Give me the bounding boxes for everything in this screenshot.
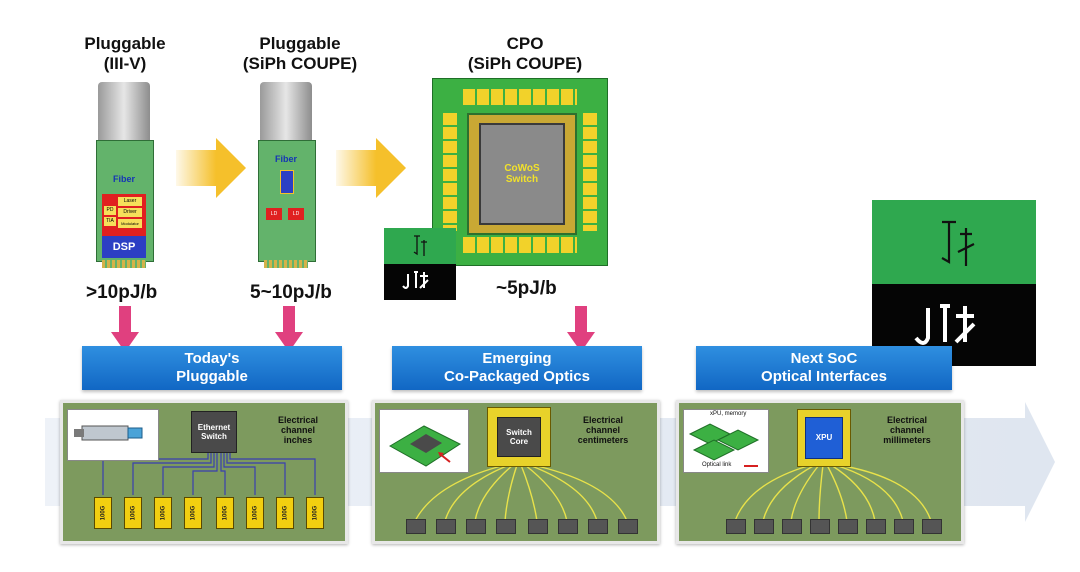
module-connector [98,82,150,144]
column3-title: CPO(SiPh COUPE) [467,34,583,73]
port-100g-1: 100G [94,497,112,529]
driver-label: Driver [118,208,142,217]
xpu-memory-inset: xPU, memory Optical link [683,409,769,473]
metric-column1: >10pJ/b [86,282,158,303]
pink-arrow-1 [119,306,131,334]
progression-arrow-1 [176,150,216,186]
laser-label: Laser [118,197,142,206]
xpu-chip: XPU [805,417,843,459]
fiber-label: Fiber [274,154,297,164]
ld-block-left: LD [266,208,282,220]
panel2-pad-4 [496,519,516,534]
panel3-pad-2 [754,519,774,534]
cowos-switch-die: CoWoS Switch [479,123,565,225]
panel3-pad-7 [894,519,914,534]
metric-column2: 5~10pJ/b [250,282,332,303]
panel2-pad-8 [618,519,638,534]
progression-arrowhead-2 [376,138,406,198]
optical-link-label: Optical link [702,462,732,468]
panel3-pad-1 [726,519,746,534]
transceiver-inset [67,409,159,461]
module-connector [260,82,312,144]
metric-column3: ~5pJ/b [496,278,557,299]
pluggable-module-iii-v: Fiber Laser PD Driver TIA Modulator DSP [96,82,154,268]
pluggable-module-siph: Fiber LD LD [258,82,316,268]
column2-title: Pluggable(SiPh COUPE) [242,34,358,73]
pink-arrow-2 [283,306,295,334]
panel2-pad-3 [466,519,486,534]
tia-label: TIA [104,217,116,226]
column1-title: Pluggable(III-V) [84,34,166,73]
panel3-pad-4 [810,519,830,534]
panel3-pad-8 [922,519,942,534]
background-band-arrowhead [1025,402,1055,522]
progression-arrow-2 [336,150,376,186]
panel2-pad-5 [528,519,548,534]
optical-engines-left [443,113,457,231]
panel3-pad-6 [866,519,886,534]
panel3-traces [734,464,932,522]
module-edge-connector [264,260,308,268]
panel2-pad-6 [558,519,578,534]
port-100g-2: 100G [124,497,142,529]
module-edge-connector [102,260,146,268]
panel3-pad-5 [838,519,858,534]
cpo-package: CoWoS Switch [432,78,608,266]
pink-arrow-3 [575,306,587,334]
siph-chip [280,170,294,194]
panel2-pad-2 [436,519,456,534]
xpu-memory-label: xPU, memory [710,411,747,417]
ld-block-right: LD [288,208,304,220]
pd-label: PD [104,206,116,215]
panel3-pad-3 [782,519,802,534]
watermark-logo-large [872,200,1036,366]
panel2-pad-7 [588,519,608,534]
port-100g-6: 100G [246,497,264,529]
switch-label: Switch [505,174,539,185]
panel2-pad-1 [406,519,426,534]
fiber-label: Fiber [112,174,135,184]
modulator-label: Modulator [118,219,142,228]
dsp-block: DSP [102,236,146,258]
progression-arrowhead-1 [216,138,246,198]
panel2-traces [414,464,628,522]
module-pcb [258,140,316,262]
watermark-logo-small [384,228,456,300]
port-100g-8: 100G [306,497,324,529]
optical-engines-bottom [463,237,577,253]
port-100g-3: 100G [154,497,172,529]
port-100g-5: 100G [216,497,234,529]
optical-engines-top [463,89,577,105]
port-100g-7: 100G [276,497,294,529]
cpo-3d-inset [379,409,469,473]
optical-engines-right [583,113,597,231]
cowos-label: CoWoS [504,163,540,174]
port-100g-4: 100G [184,497,202,529]
